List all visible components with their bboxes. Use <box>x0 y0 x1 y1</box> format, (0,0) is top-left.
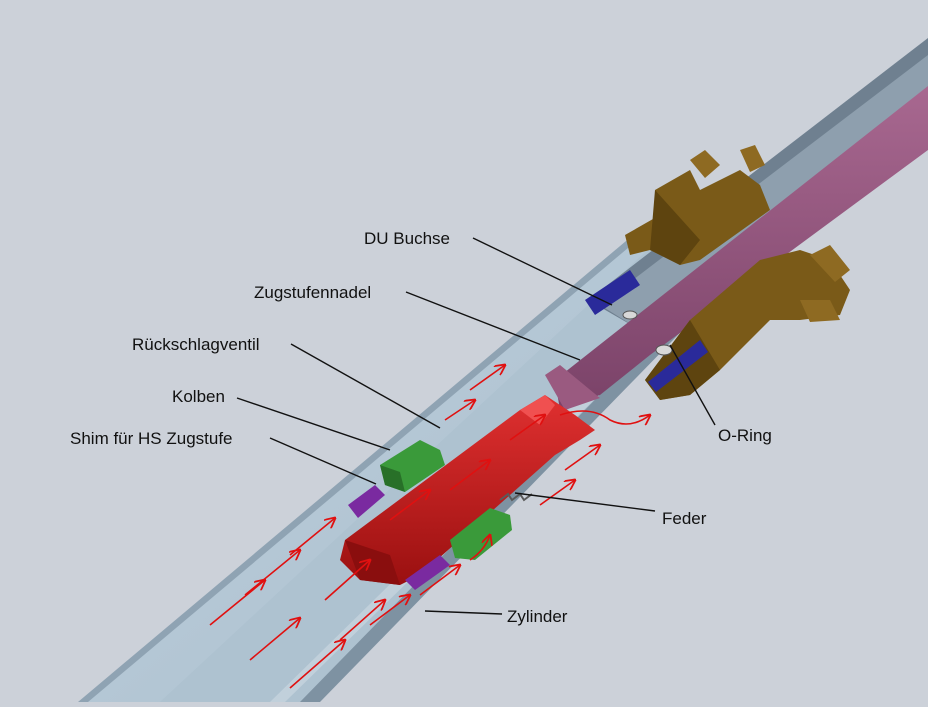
du-bushing <box>585 270 708 392</box>
piston-rod <box>340 395 595 585</box>
feder <box>499 492 533 502</box>
leader-lines <box>236 237 716 615</box>
label-du-buchse: DU Buchse <box>364 229 450 248</box>
label-zugstufennadel: Zugstufennadel <box>254 283 371 302</box>
kolben <box>380 440 512 560</box>
shim <box>348 485 450 590</box>
label-feder: Feder <box>662 509 707 528</box>
label-o-ring: O-Ring <box>718 426 772 445</box>
label-rueckschlagventil: Rückschlagventil <box>132 335 260 354</box>
top-bushing <box>625 145 770 265</box>
o-ring <box>622 310 673 356</box>
zugstufennadel-rod <box>545 86 928 410</box>
label-zylinder: Zylinder <box>507 607 568 626</box>
label-kolben: Kolben <box>172 387 225 406</box>
flow-arrows <box>209 365 650 689</box>
label-shim: Shim für HS Zugstufe <box>70 429 233 448</box>
